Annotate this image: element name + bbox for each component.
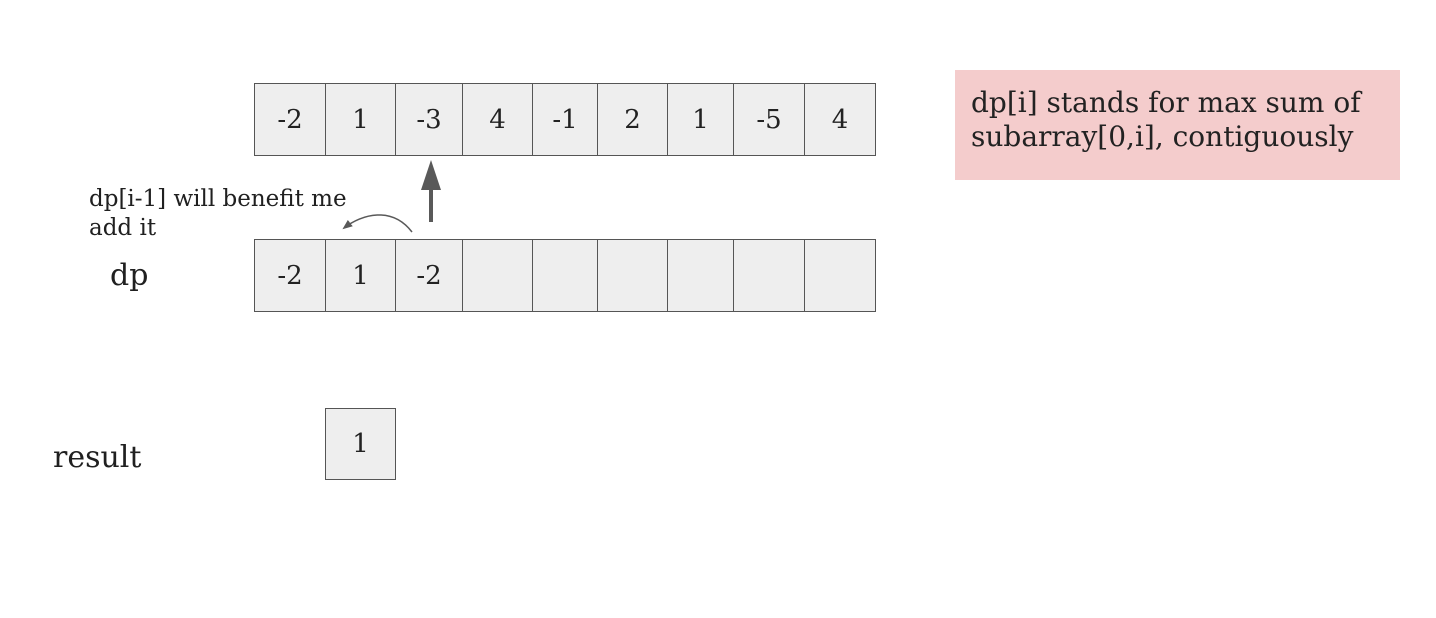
result-label: result xyxy=(53,440,142,475)
input-cell: 4 xyxy=(804,83,876,156)
up-arrow xyxy=(421,160,441,222)
annotation-text: dp[i-1] will benefit me add it xyxy=(89,186,347,241)
input-cell: 1 xyxy=(667,83,734,156)
curved-arrow xyxy=(342,214,413,233)
input-cell: -2 xyxy=(254,83,326,156)
input-cell: 1 xyxy=(325,83,396,156)
input-cell: 2 xyxy=(597,83,668,156)
dp-cell xyxy=(804,239,876,312)
input-cell: 4 xyxy=(462,83,533,156)
dp-cell xyxy=(597,239,668,312)
dp-cell xyxy=(667,239,734,312)
dp-cell xyxy=(733,239,805,312)
dp-cell: -2 xyxy=(254,239,326,312)
dp-cell: -2 xyxy=(395,239,463,312)
dp-label: dp xyxy=(110,258,149,293)
definition-note: dp[i] stands for max sum of subarray[0,i… xyxy=(955,70,1400,180)
result-cell: 1 xyxy=(325,408,396,480)
input-cell: -3 xyxy=(395,83,463,156)
dp-cell xyxy=(532,239,598,312)
